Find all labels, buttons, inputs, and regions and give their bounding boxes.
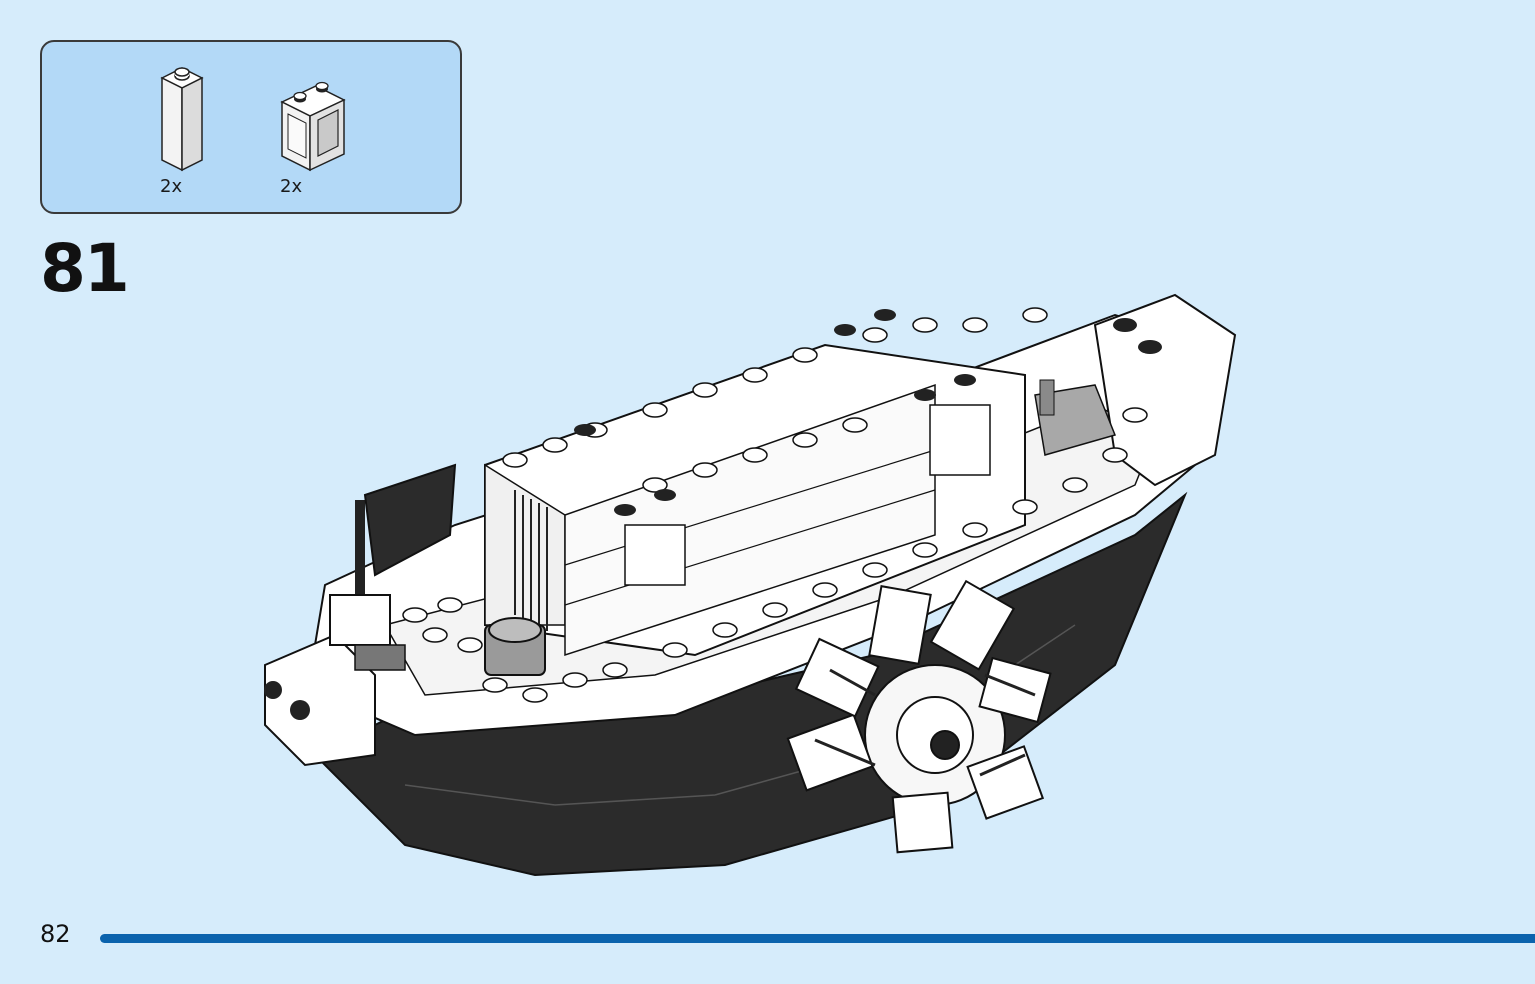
part-qty-label: 2x: [160, 176, 183, 197]
brick-1x1x3-white-icon: [158, 64, 206, 174]
progress-bar: [100, 934, 1535, 943]
flag: [363, 463, 457, 577]
window-frame-1x2x2-white-icon: [278, 80, 348, 172]
progress-bar-fill: [100, 934, 1535, 943]
part-qty-label: 2x: [280, 176, 303, 197]
page-number: 82: [40, 920, 71, 948]
parts-callout-box: 2x 2x: [40, 40, 462, 214]
step-number: 81: [40, 230, 130, 307]
paddle-wheel: [786, 579, 1052, 854]
boat-model-illustration: [255, 285, 1255, 885]
